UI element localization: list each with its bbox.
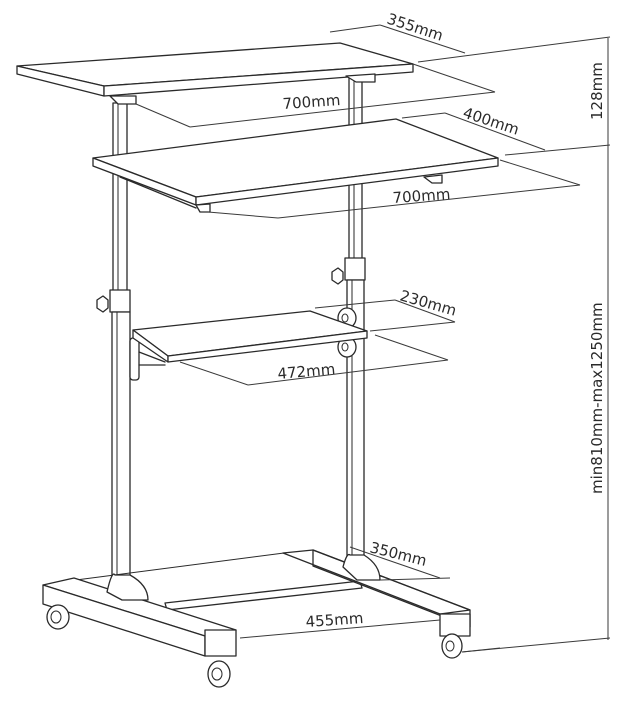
- label-keyboard-width: 700mm: [392, 185, 451, 207]
- keyboard-dimension-lines: [207, 112, 581, 219]
- base-frame: [42, 549, 471, 657]
- label-shelf-depth: 230mm: [398, 287, 459, 320]
- label-top-width: 700mm: [282, 91, 341, 113]
- shelf-dimension-lines: [179, 299, 456, 386]
- caster-front-left-icon: [46, 604, 70, 630]
- label-base-width: 455mm: [305, 609, 364, 631]
- middle-shelf: [132, 310, 368, 363]
- keyboard-tray: [92, 118, 499, 213]
- label-keyboard-depth: 400mm: [461, 104, 522, 139]
- left-knob-icon: [96, 295, 109, 313]
- right-knob-icon: [331, 267, 344, 285]
- caster-front-center-icon: [207, 660, 231, 688]
- label-top-depth: 355mm: [385, 10, 446, 45]
- label-base-depth: 350mm: [368, 538, 428, 569]
- label-gap-height: 128mm: [588, 62, 606, 120]
- top-dimension-lines: [135, 24, 496, 128]
- label-total-height: min810mm-max1250mm: [588, 302, 606, 494]
- base-dimension-lines: [239, 546, 501, 653]
- label-shelf-width: 472mm: [277, 360, 336, 383]
- caster-back-right-icon: [441, 633, 463, 659]
